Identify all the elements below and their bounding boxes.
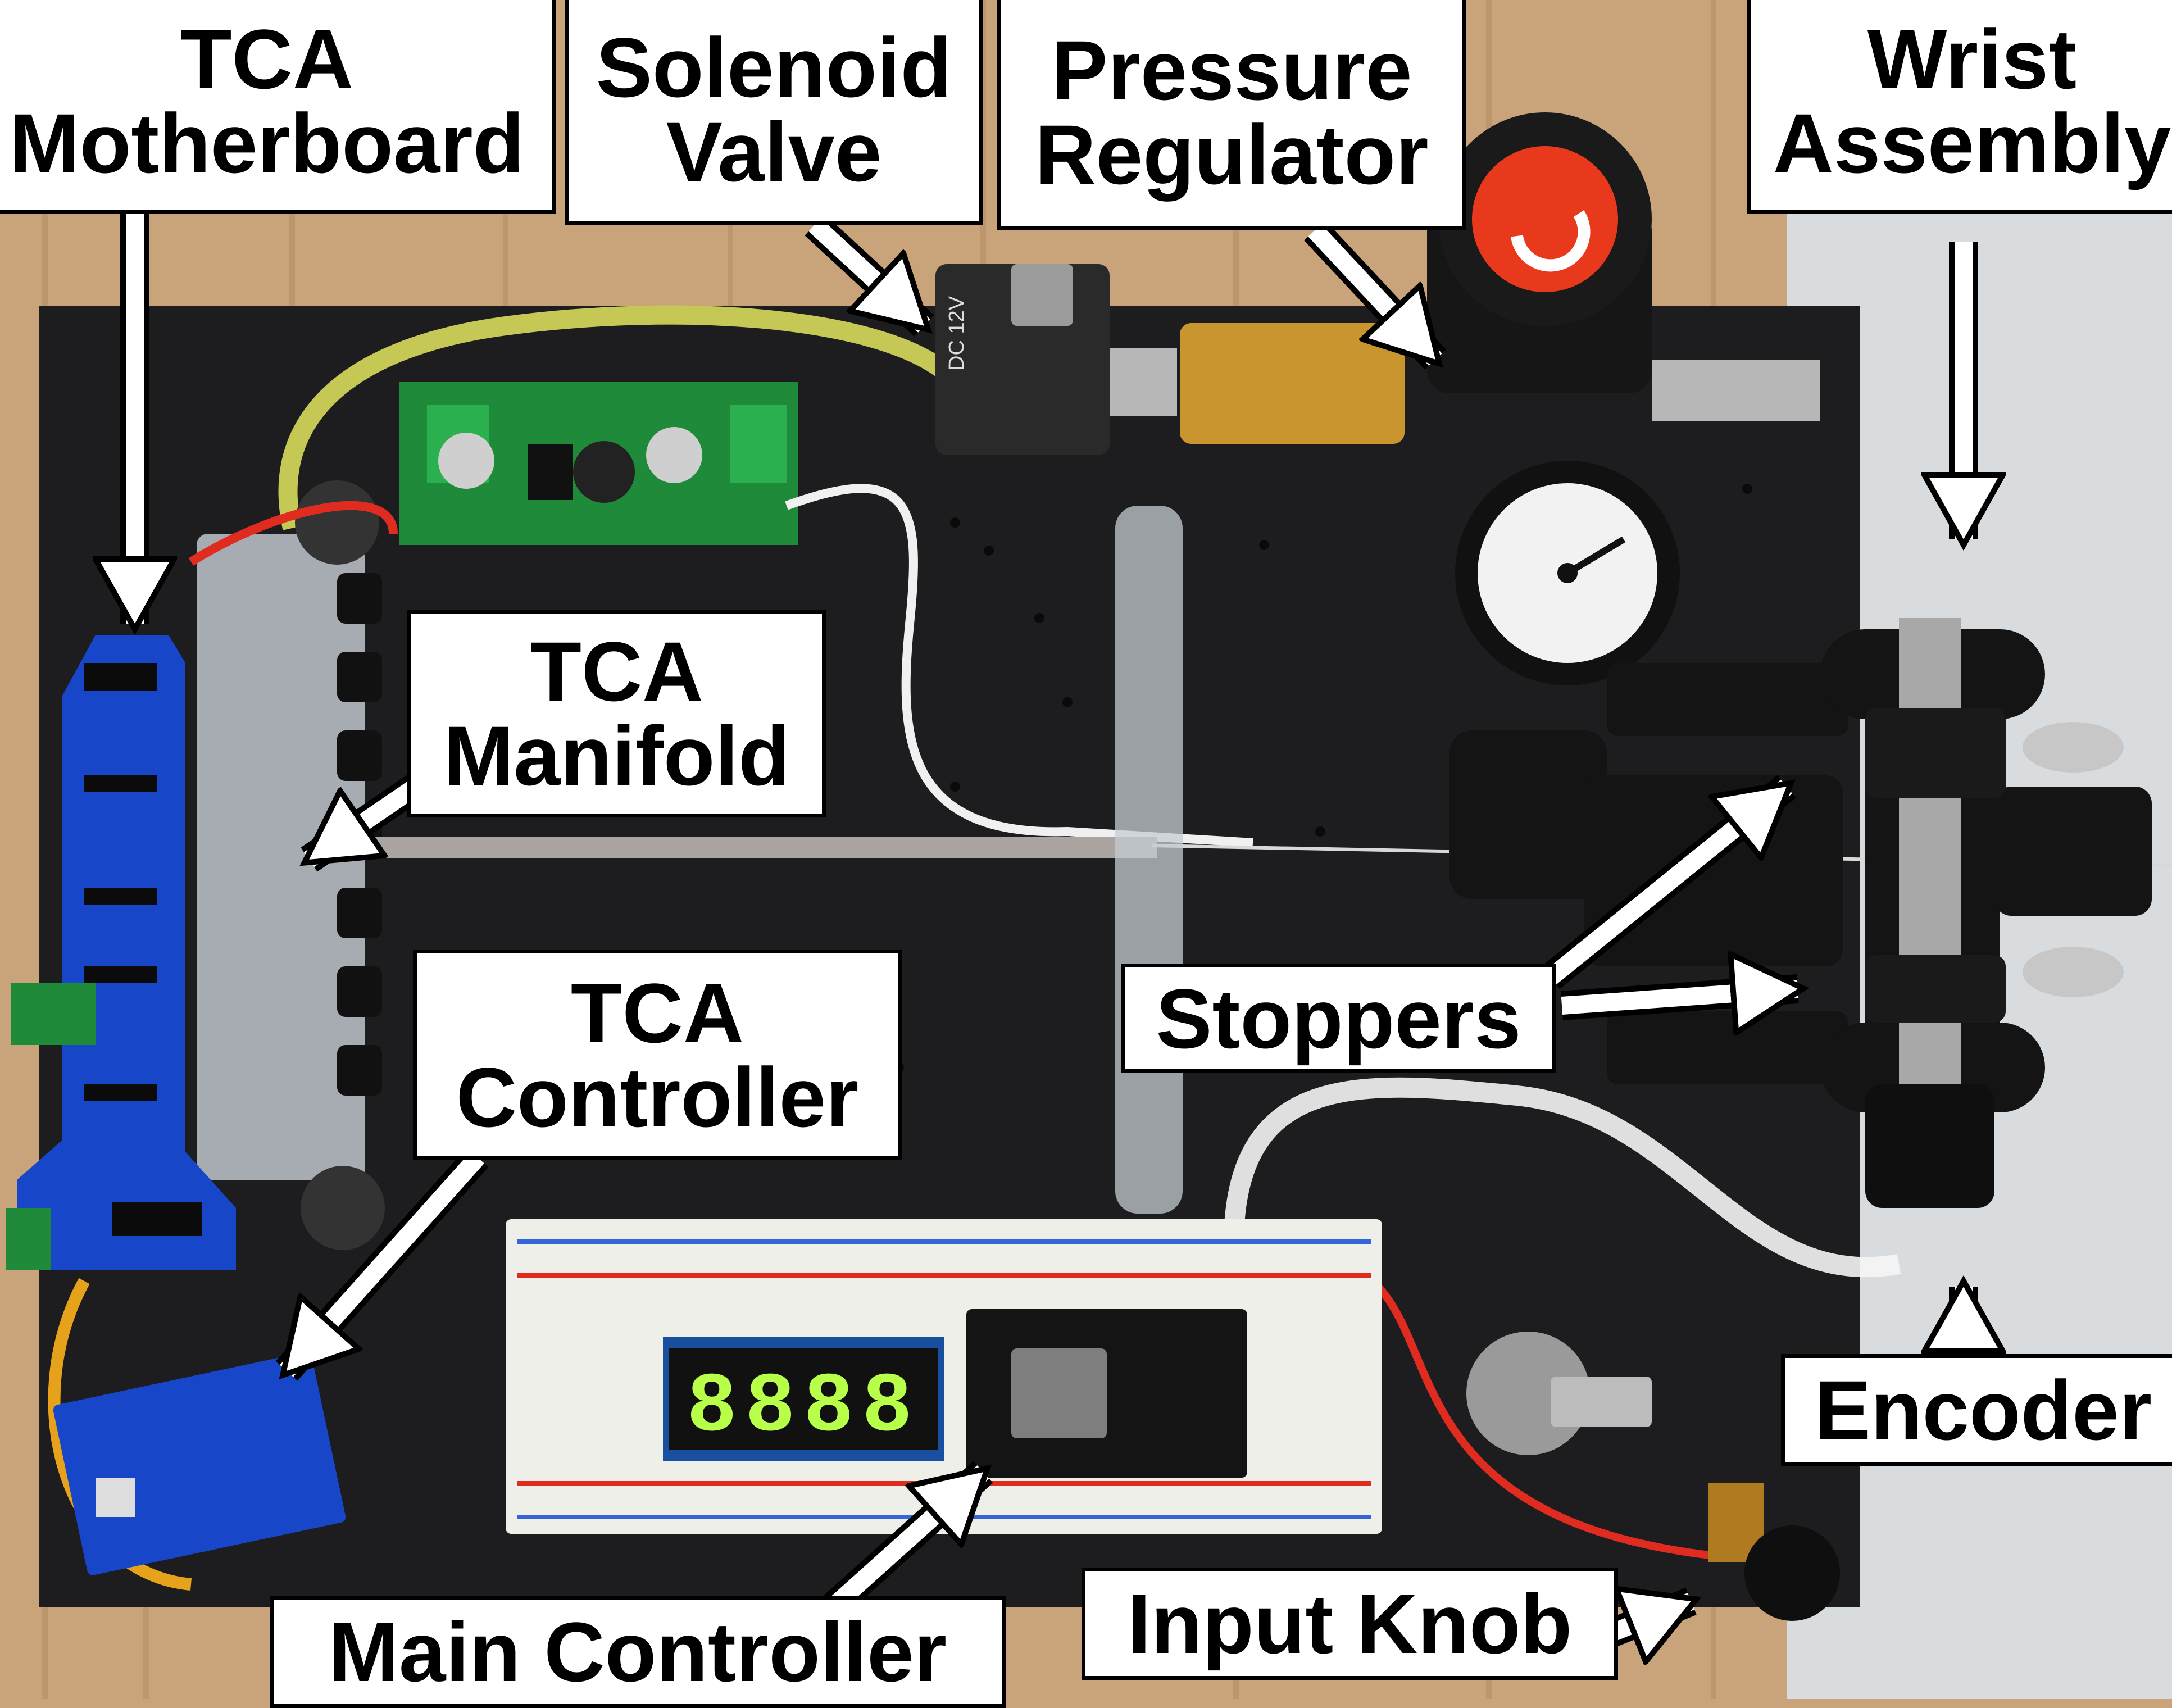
label-tca-manifold-line2: Manifold [443, 708, 790, 803]
valve-fitting [1110, 348, 1177, 416]
slotted-bracket [1115, 506, 1183, 1214]
label-stoppers: Stoppers [1121, 964, 1556, 1073]
label-solenoid-valve: Solenoid Valve [565, 0, 983, 225]
label-input-knob-line1: Input Knob [1127, 1577, 1573, 1671]
solenoid-valve-body: DC 12V [935, 264, 1110, 455]
terminal-block [11, 983, 96, 1045]
label-solenoid-valve-line1: Solenoid [596, 20, 952, 115]
label-wrist-assembly-line1: Wrist [1867, 12, 2077, 106]
mount-bolt [1551, 1377, 1652, 1427]
dc-dc-converter [399, 382, 798, 545]
label-solenoid-valve-line2: Valve [666, 105, 882, 199]
esp32-shield [1011, 1348, 1107, 1438]
label-tca-controller: TCA Controller [413, 950, 902, 1160]
label-tca-motherboard-line1: TCA [180, 12, 354, 106]
label-main-controller-line1: Main Controller [328, 1605, 947, 1699]
label-pressure-regulator: Pressure Regulator [997, 0, 1466, 230]
brass-coupler [1180, 323, 1405, 444]
terminal-block-2 [6, 1208, 51, 1270]
label-wrist-assembly: Wrist Assembly [1747, 0, 2172, 214]
label-tca-motherboard: TCA Motherboard [0, 0, 556, 214]
label-pressure-regulator-line2: Regulator [1035, 107, 1429, 202]
arrow-fills [135, 208, 1964, 1635]
manifold-mount-bottom [301, 1166, 385, 1250]
seven-segment-display [669, 1348, 938, 1450]
valve-marking: DC 12V [945, 296, 969, 371]
input-knob-cap [1744, 1525, 1840, 1621]
white-wire [785, 484, 1253, 847]
tca-motherboard-pcb [17, 635, 236, 1270]
manifold-mount-top [295, 480, 379, 565]
label-tca-manifold: TCA Manifold [407, 610, 826, 817]
label-stoppers-line1: Stoppers [1156, 971, 1521, 1066]
red-wire [188, 501, 398, 566]
label-tca-controller-line2: Controller [456, 1050, 859, 1144]
label-wrist-assembly-line2: Assembly [1773, 96, 2171, 190]
label-tca-controller-line1: TCA [570, 965, 744, 1060]
stopper-upper [1865, 708, 2006, 798]
reset-button [96, 1478, 135, 1517]
label-pressure-regulator-line1: Pressure [1051, 23, 1412, 117]
display-digits: 8888 [687, 1360, 920, 1456]
pressure-regulator-body [1427, 112, 1680, 685]
tca-controller-board [53, 1352, 346, 1575]
tca-sheath-rod [371, 837, 1157, 858]
manifold-block [197, 534, 365, 1180]
stopper-lower [1865, 955, 2006, 1023]
motherboard-headers [84, 663, 202, 1236]
label-tca-manifold-line1: TCA [530, 624, 703, 719]
callout-arrows [135, 208, 1964, 1635]
springs [2023, 722, 2124, 997]
ribbon-wires [1223, 1077, 1901, 1293]
encoder-body [1865, 1084, 1994, 1208]
label-encoder: Encoder [1781, 1354, 2172, 1466]
controller-wires [48, 1278, 192, 1591]
label-input-knob: Input Knob [1082, 1568, 1618, 1680]
label-encoder-line1: Encoder [1814, 1363, 2152, 1457]
label-tca-motherboard-line2: Motherboard [9, 96, 525, 190]
outlet-fitting [1652, 360, 1820, 421]
label-main-controller: Main Controller [270, 1596, 1006, 1708]
